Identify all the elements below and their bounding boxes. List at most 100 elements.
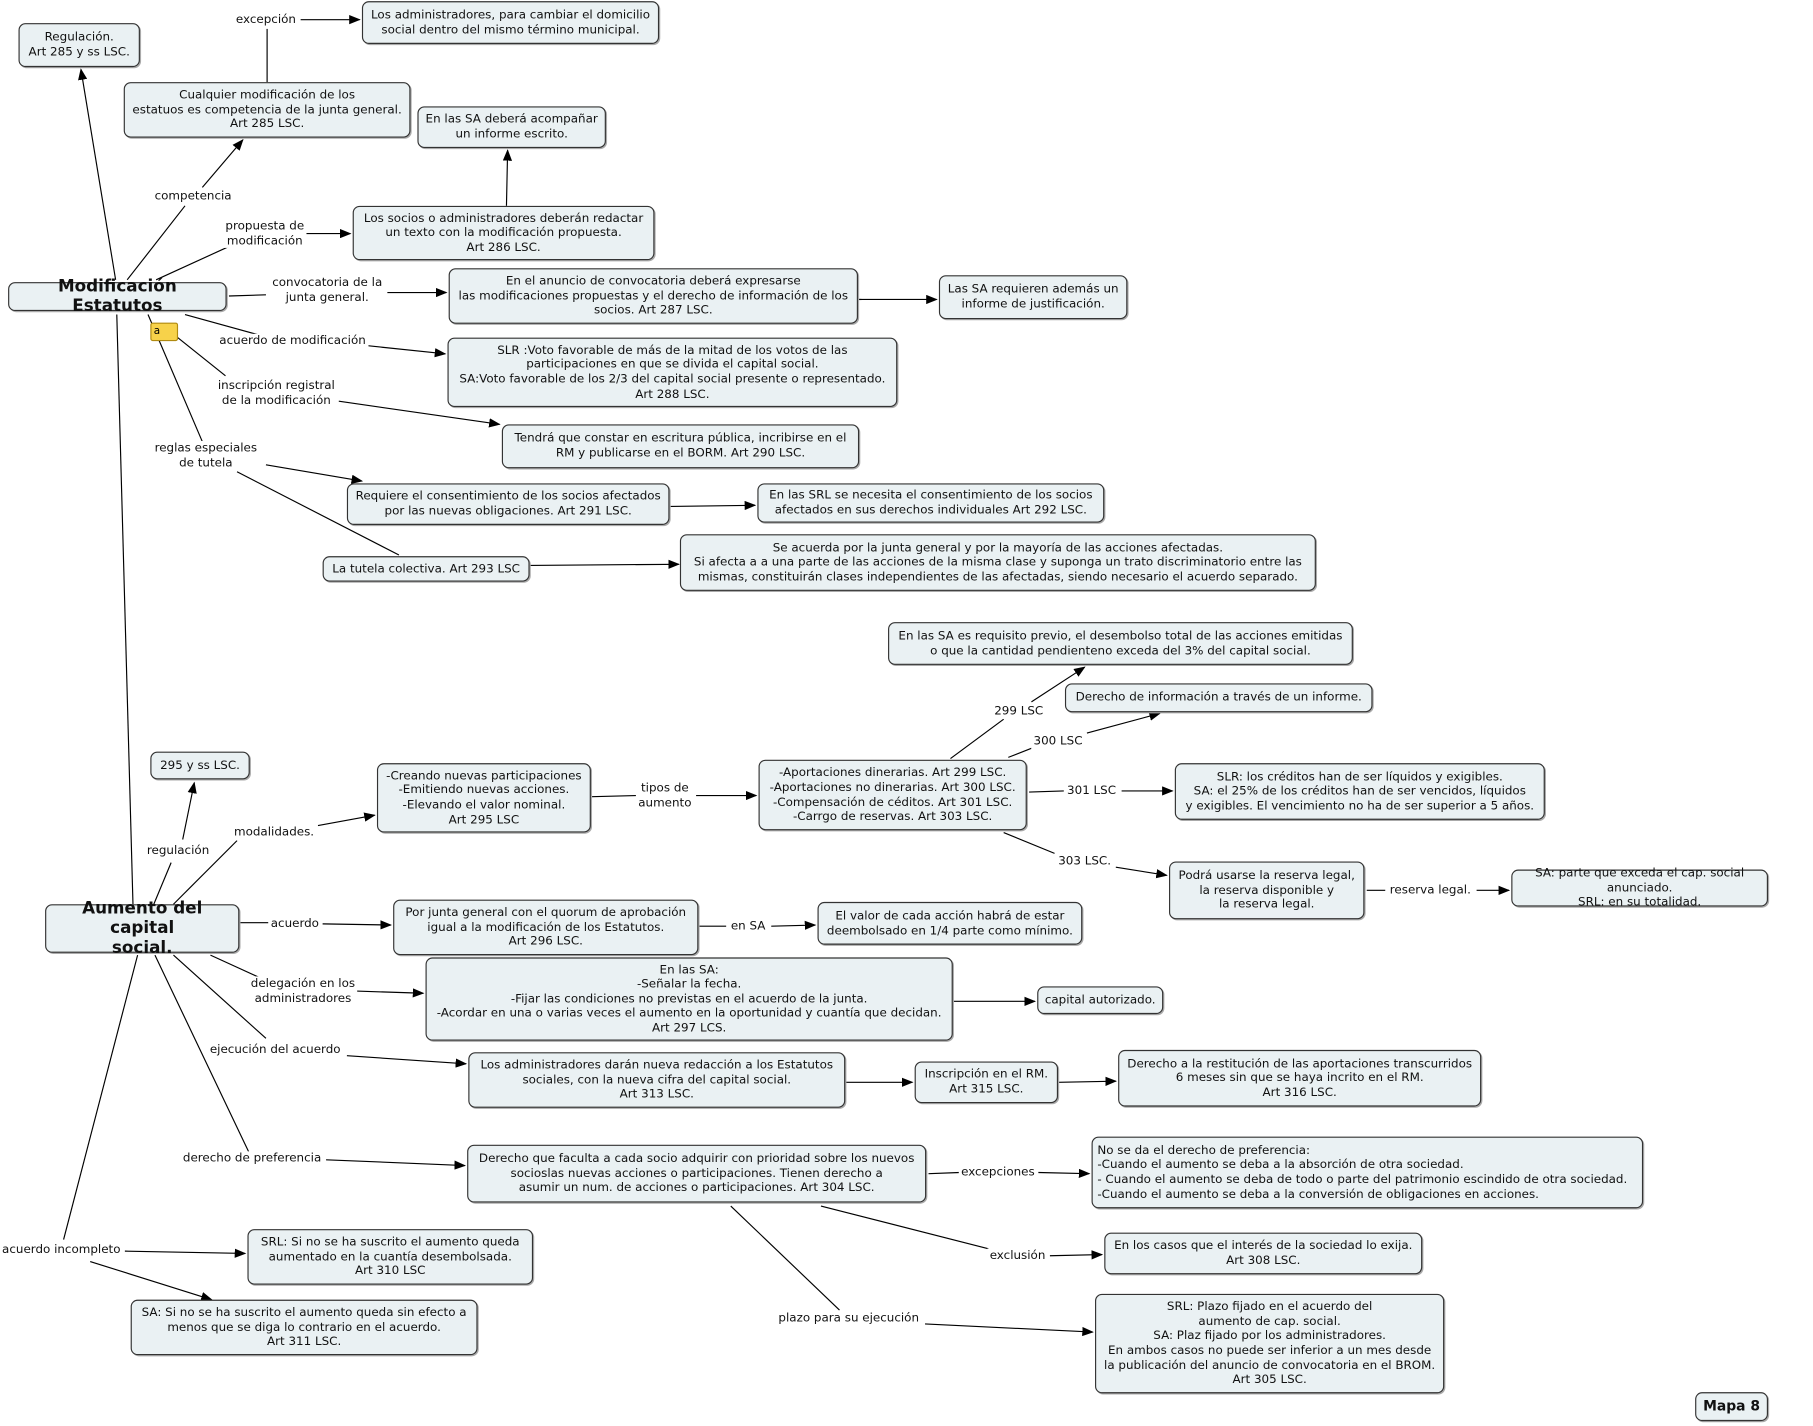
concept-node[interactable]: Derecho a la restitución de las aportaci…	[1118, 1049, 1482, 1107]
connector-line	[90, 1260, 213, 1301]
note-icon-letter: a	[153, 326, 161, 338]
connector-line	[182, 781, 197, 840]
link-label: en SA	[728, 918, 768, 934]
concept-node[interactable]: SA: Si no se ha suscrito el aumento qued…	[130, 1299, 478, 1356]
link-label: delegación en los administradores	[248, 976, 358, 1006]
link-label: 300 LSC	[1031, 733, 1085, 749]
connector-line	[1115, 866, 1168, 879]
concept-node[interactable]: Regulación. Art 285 y ss LSC.	[18, 23, 140, 68]
concept-node[interactable]: El valor de cada acción habrá de estar d…	[817, 901, 1083, 945]
connector-line	[78, 68, 117, 280]
link-label: acuerdo de modificación	[216, 333, 369, 349]
connector-line	[502, 149, 513, 206]
connector-line	[63, 954, 139, 1240]
link-label: excepción	[233, 12, 299, 27]
connector-line	[950, 718, 1005, 759]
main-concept-node[interactable]: Aumento del capital social.	[45, 899, 240, 957]
connector-line	[1008, 746, 1036, 758]
link-label: tipos de aumento	[635, 780, 694, 811]
connector-line	[1038, 1168, 1091, 1179]
connector-line	[670, 500, 757, 511]
concept-node[interactable]: SRL: Si no se ha suscrito el aumento que…	[247, 1229, 534, 1285]
link-label: 299 LSC	[991, 703, 1046, 719]
concept-node[interactable]: SRL: Plazo fijado en el acuerdo del aume…	[1095, 1293, 1445, 1394]
concept-node[interactable]: Requiere el consentimiento de los socios…	[346, 483, 670, 525]
connector-line	[210, 954, 267, 982]
link-label: modalidades.	[231, 825, 317, 840]
connector-line	[346, 1055, 468, 1068]
concept-node[interactable]: En las SA deberá acompañar un informe es…	[417, 106, 606, 149]
connector-line	[153, 862, 172, 905]
main-concept-node[interactable]: Modificación Estatutos	[8, 277, 227, 315]
link-label: ejecución del acuerdo	[207, 1042, 343, 1058]
concept-node[interactable]: Las SA requieren además un informe de ju…	[938, 275, 1128, 320]
connector-line	[529, 559, 680, 569]
connector-line	[925, 1323, 1094, 1337]
concept-node[interactable]: -Aportaciones dinerarias. Art 299 LSC. -…	[758, 759, 1027, 831]
concept-node[interactable]: Se acuerda por la junta general y por la…	[679, 534, 1316, 591]
concept-node[interactable]: SLR :Voto favorable de más de la mitad d…	[447, 337, 898, 408]
concept-node[interactable]: SLR: los créditos han de ser líquidos y …	[1174, 763, 1545, 820]
connector-line	[322, 920, 392, 930]
concept-node[interactable]: Podrá usarse la reserva legal, la reserv…	[1169, 861, 1365, 920]
connector-line	[1058, 1076, 1117, 1086]
concept-node[interactable]: Inscripción en el RM. Art 315 LSC.	[914, 1061, 1059, 1104]
concept-node[interactable]: Tendrá que constar en escritura pública,…	[501, 424, 860, 469]
link-label: convocatoria de la junta general.	[269, 275, 385, 305]
concept-node[interactable]: Cualquier modificación de los estatuos e…	[123, 82, 411, 138]
connector-line	[173, 840, 238, 905]
link-label: derecho de preferencia	[180, 1151, 324, 1166]
concept-node[interactable]: 295 y ss LSC.	[150, 751, 250, 780]
concept-node[interactable]: Por junta general con el quorum de aprob…	[393, 899, 699, 956]
concept-node[interactable]: capital autorizado.	[1037, 986, 1164, 1015]
concept-node[interactable]: Los socios o administradores deberán red…	[352, 205, 655, 261]
connector-line	[338, 400, 501, 428]
connector-line	[124, 1248, 247, 1258]
connector-line	[1049, 1250, 1104, 1260]
connector-line	[173, 954, 267, 1039]
connector-line	[201, 139, 244, 188]
link-label: reglas especiales de tutela	[152, 441, 260, 471]
concept-node[interactable]: No se da el derecho de preferencia: -Cua…	[1091, 1136, 1644, 1209]
link-label: acuerdo incompleto	[0, 1242, 123, 1258]
link-label: inscripción registral de la modificación	[215, 378, 338, 408]
connector-line	[771, 920, 817, 930]
concept-node[interactable]: En el anuncio de convocatoria deberá exp…	[448, 268, 858, 324]
connector-line	[228, 294, 266, 297]
connector-line	[730, 1205, 840, 1311]
link-label: 301 LSC	[1064, 783, 1119, 799]
map-title[interactable]: Mapa 8	[1695, 1392, 1768, 1422]
concept-node[interactable]: En las SA: -Señalar la fecha. -Fijar las…	[425, 957, 953, 1041]
concept-node[interactable]: Los administradores, para cambiar el dom…	[361, 1, 660, 44]
concept-node[interactable]: -Creando nuevas participaciones -Emitien…	[376, 763, 591, 833]
concept-node[interactable]: Derecho que faculta a cada socio adquiri…	[467, 1144, 927, 1203]
link-label: acuerdo	[268, 916, 322, 932]
connector-line	[592, 794, 636, 798]
connector-line	[1029, 790, 1064, 793]
concept-node[interactable]: La tutela colectiva. Art 293 LSC	[322, 556, 530, 582]
note-icon[interactable]: a	[150, 322, 179, 342]
concept-node[interactable]: SA: parte que exceda el cap. social anun…	[1511, 866, 1768, 909]
connector-line	[155, 242, 238, 281]
connector-line	[1086, 711, 1161, 734]
concept-node[interactable]: En las SRL se necesita el consentimiento…	[757, 483, 1105, 523]
connector-line	[1003, 832, 1055, 854]
link-label: exclusión	[987, 1248, 1048, 1264]
concept-node[interactable]: En los casos que el interés de la socied…	[1104, 1232, 1423, 1275]
connector-line	[236, 471, 400, 556]
link-label: plazo para su ejecución	[776, 1310, 922, 1326]
connector-line	[116, 314, 134, 905]
link-label: propuesta de modificación	[223, 219, 307, 249]
link-label: regulación	[144, 843, 212, 859]
link-label: reserva legal.	[1387, 883, 1474, 898]
concept-node[interactable]: Los administradores darán nueva redacció…	[468, 1052, 846, 1108]
connector-line	[317, 812, 376, 827]
concept-node[interactable]: Derecho de información a través de un in…	[1064, 683, 1373, 713]
connector-line	[928, 1171, 960, 1175]
concept-node[interactable]: En las SA es requisito previo, el desemb…	[888, 622, 1353, 665]
connector-line	[126, 205, 186, 281]
link-label: 303 LSC.	[1055, 854, 1114, 869]
connector-line	[265, 464, 364, 484]
